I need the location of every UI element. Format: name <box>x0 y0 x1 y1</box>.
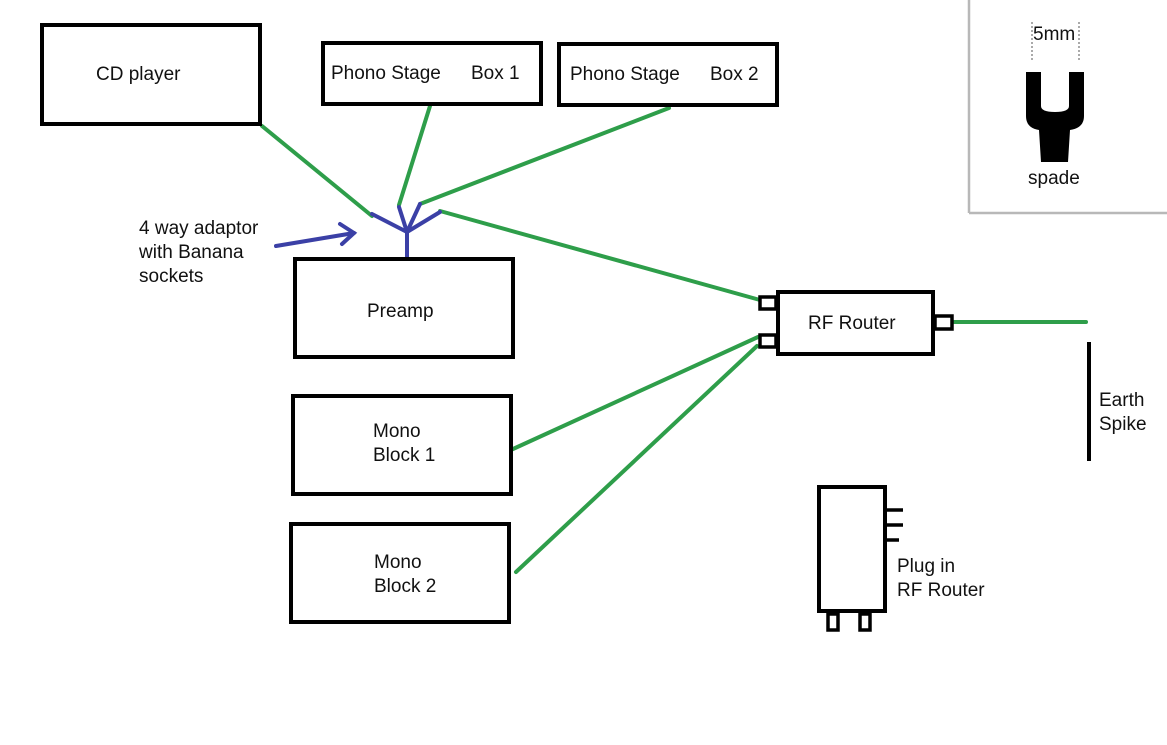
earth-spike: Earth Spike <box>1087 342 1150 461</box>
phono-stage-2-label: Phono Stage <box>570 64 680 85</box>
phono-stage-box-2: Phono Stage Box 2 <box>557 42 779 107</box>
router-input-connector-1 <box>758 295 778 311</box>
router-input-connector-2 <box>758 333 778 349</box>
earth-spike-label: Earth Spike <box>1099 390 1150 435</box>
phono-stage-1-label: Phono Stage <box>331 63 441 84</box>
rf-router-label: RF Router <box>808 313 896 334</box>
rf-router: RF Router <box>758 290 954 356</box>
mono-block-1-label: Mono Block 1 <box>373 421 435 466</box>
mono-block-1-box: Mono Block 1 <box>291 394 513 496</box>
plug-in-router-label: Plug in RF Router <box>897 556 985 601</box>
preamp-label: Preamp <box>367 301 434 322</box>
four-way-adaptor <box>370 202 442 259</box>
cd-player-label: CD player <box>96 64 181 85</box>
spade-caption: spade <box>1028 168 1080 189</box>
adaptor-label: 4 way adaptor with Banana sockets <box>138 218 264 287</box>
phono-stage-1-box-label: Box 1 <box>471 63 520 84</box>
wire-cd-player <box>260 124 374 218</box>
router-output-connector <box>933 314 954 331</box>
spade-dimension-label: 5mm <box>1033 24 1075 45</box>
preamp-box: Preamp <box>293 257 515 359</box>
mono-block-2-label: Mono Block 2 <box>374 552 436 597</box>
spade-terminal-icon <box>1026 72 1084 162</box>
wire-phono-stage-2 <box>418 106 671 206</box>
wire-mono-block-1 <box>511 335 760 451</box>
ground-wires <box>260 104 1088 574</box>
phono-stage-2-box-label: Box 2 <box>710 64 759 85</box>
adaptor-pointer-arrow <box>274 222 358 248</box>
plug-in-router-illustration: Plug in RF Router <box>817 485 985 632</box>
spade-inset: 5mm spade <box>967 0 1167 215</box>
wire-mono-block-2 <box>514 344 759 574</box>
wire-phono-stage-1 <box>397 104 432 207</box>
phono-stage-box-1: Phono Stage Box 1 <box>321 41 543 106</box>
cd-player-box: CD player <box>40 23 262 126</box>
mono-block-2-box: Mono Block 2 <box>289 522 511 624</box>
wire-adaptor-to-router <box>438 209 762 302</box>
